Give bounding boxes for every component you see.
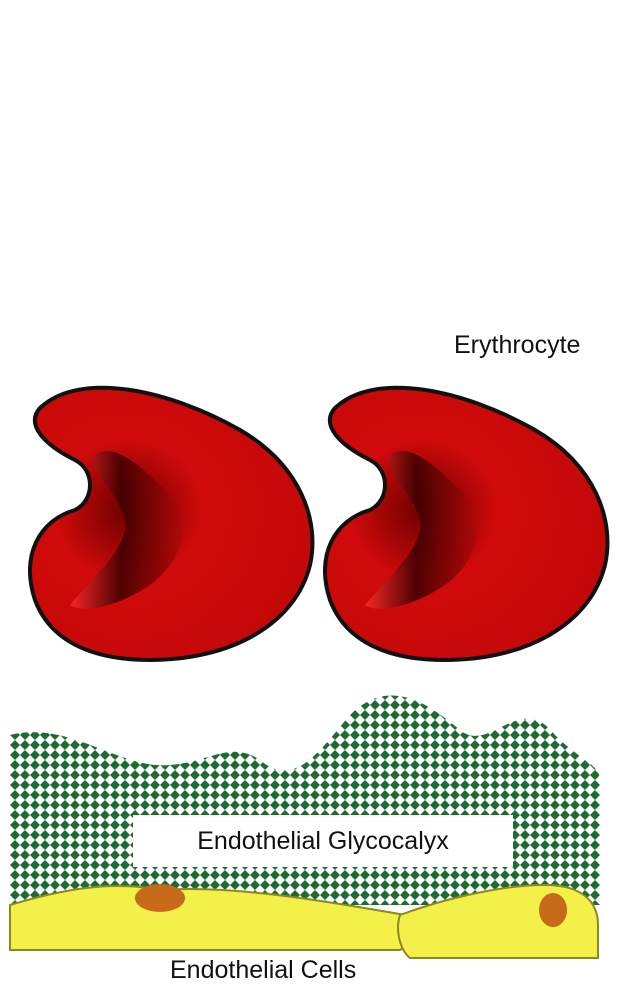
nucleus-left — [135, 884, 185, 912]
erythrocyte-label: Erythrocyte — [454, 331, 580, 360]
endothelial-cells-label: Endothelial Cells — [170, 956, 356, 985]
nucleus-right — [539, 893, 567, 927]
erythrocyte-right — [325, 388, 607, 660]
glycocalyx-layer — [10, 696, 600, 905]
erythrocyte-left — [30, 388, 312, 660]
glycocalyx-label: Endothelial Glycocalyx — [133, 815, 513, 867]
